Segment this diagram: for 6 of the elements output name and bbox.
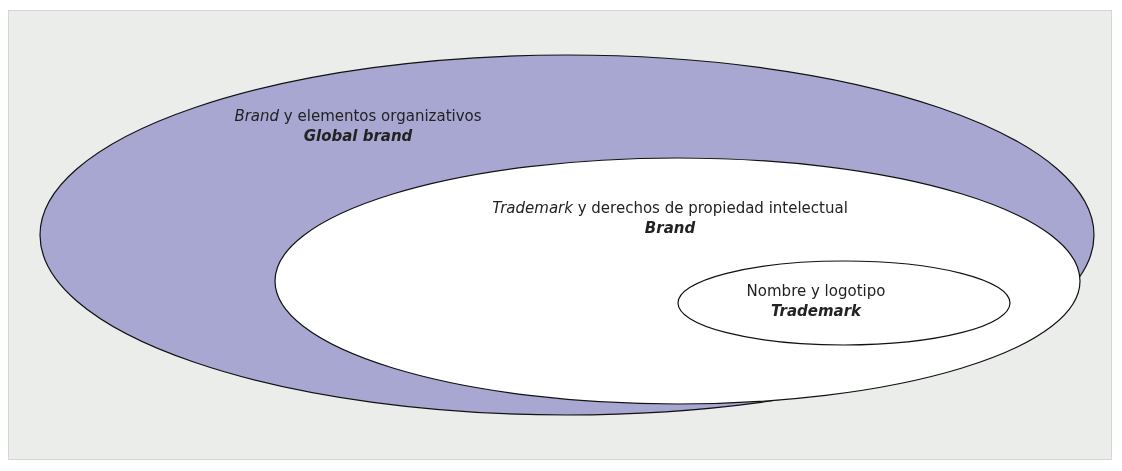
region-term: Global brand [302,126,414,146]
region-label: Trademark y derechos de propiedad intelectual [491,198,849,218]
region-term: Trademark [769,301,863,321]
region-label: Brand y elementos organizativos [233,106,483,126]
region-term: Brand [643,218,697,238]
region-label: Nombre y logotipo [745,281,887,301]
